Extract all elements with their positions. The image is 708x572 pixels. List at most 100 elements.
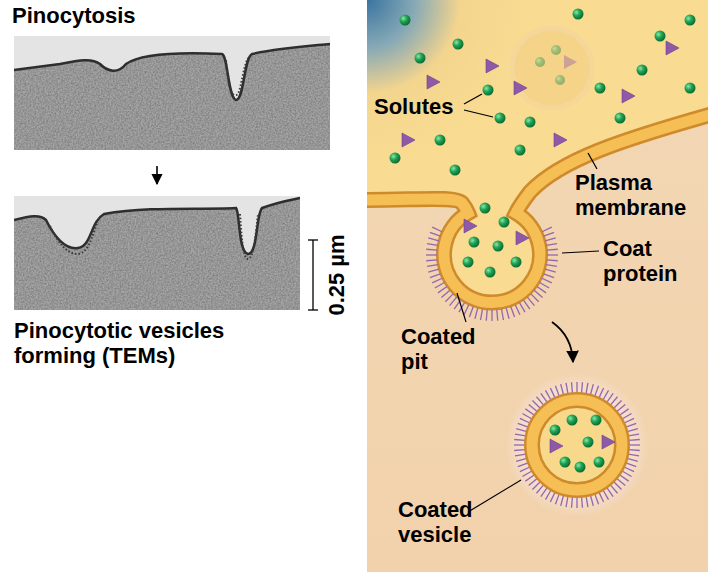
coat-protein-spike [518,423,528,427]
coat-protein-spike [546,390,552,400]
plasma-membrane [367,112,708,303]
coat-protein-spike [550,492,555,502]
coat-protein-spike [515,434,526,436]
coat-protein-spike [546,490,552,500]
coat-protein-spike [426,254,437,255]
coat-protein-spike [607,393,613,402]
scale-bar [308,240,318,310]
solute-dot [493,241,504,252]
solute-dot [485,267,496,278]
solute-dot [591,415,602,426]
coat-protein-spike [475,308,478,319]
coat-protein-spike [542,227,552,232]
coat-protein-spike [491,310,492,321]
coat-protein [426,227,558,321]
coated-vesicle [532,400,622,490]
solute-dot [480,203,491,214]
callout-label: Coated pit [401,324,491,375]
solute-dot [575,462,586,473]
coat-protein-spike [515,305,520,315]
coat-protein-spike [544,274,554,278]
coat-protein-spike [555,494,559,504]
coat-protein-spike [537,485,544,493]
coat-protein-spike [426,259,437,261]
tem-micrograph [14,196,300,310]
coat-protein-spike [614,482,622,490]
coat-protein-spike [599,492,604,502]
coat-protein-spike [544,232,554,236]
coat-protein-spike [576,497,577,508]
solute-triangle [514,81,527,95]
coat-protein-spike [542,278,552,283]
solute-dot [469,237,480,248]
coat-protein-spike [603,490,609,500]
vesicle-halo [505,373,649,517]
solute-dot [511,257,522,268]
solute-dot [453,39,464,50]
solute-dot [573,9,584,20]
coat-protein-spike [518,463,528,467]
solute-dot [483,85,494,96]
coat-protein-spike [432,227,442,232]
coat-protein-spike [566,383,568,394]
solute-dot [415,53,426,64]
coat-protein-spike [586,496,588,507]
coat-protein-spike [617,405,625,412]
solute-triangle [464,219,477,233]
coat-protein-spike [610,397,617,405]
coat-protein-spike [450,297,457,305]
solute-dot [463,257,474,268]
coat-protein-spike [626,423,636,427]
solute-triangle [427,75,440,89]
callout-label: Coated vesicle [398,497,498,548]
coat-protein-spike [514,449,525,451]
solute-triangle [622,89,635,103]
coated-vesicle [532,400,622,490]
coat-protein-spike [624,467,634,472]
coat-protein-spike [430,274,440,278]
solute-dot [535,57,545,67]
coat-protein-spike [603,390,609,400]
leader-lines [457,94,599,512]
solute-dot [525,117,536,128]
coat-protein-spike [525,409,534,415]
sequence-arrow [156,166,158,184]
solute-dot [560,457,571,468]
coat-protein-spike [532,482,540,490]
coat-protein-spike [624,418,634,423]
coat-protein-spike [532,400,540,408]
coat-protein-spike [629,449,640,451]
coat-protein-spike [595,386,599,396]
coat-protein-spike [547,254,558,255]
solute-dot [583,437,594,448]
coat-protein-spike [511,307,515,317]
faint-vesicle [512,28,592,108]
coat-protein-spike [626,463,636,467]
coat-protein-spike [529,478,537,485]
coat-protein-spike [607,488,613,497]
coat-protein [514,382,640,508]
solute-dot [594,457,605,468]
figure-caption: Pinocytotic vesicles forming (TEMs) [14,318,276,369]
coat-protein-spike [469,307,473,317]
solute-dot [595,83,606,94]
coat-protein-spike [522,414,532,420]
coat-protein-spike [629,439,640,441]
coat-protein-spike [617,478,625,485]
coat-protein-spike [627,458,638,461]
solute-dot [390,153,401,164]
coat-protein-spike [520,467,530,472]
coat-protein-spike [427,265,438,267]
coat-protein-spike [486,310,488,321]
solute-dot [551,45,561,55]
solute-dot [655,31,666,42]
callout-label: Coat protein [603,236,703,287]
coat-protein-spike [541,393,547,402]
callout-label: Plasma membrane [575,170,700,221]
coat-protein-spike [590,384,593,395]
scale-label: 0.25 µm [324,234,349,315]
coat-protein-spike [514,439,525,441]
coat-protein-spike [541,488,547,497]
coat-protein-spike [430,232,440,236]
